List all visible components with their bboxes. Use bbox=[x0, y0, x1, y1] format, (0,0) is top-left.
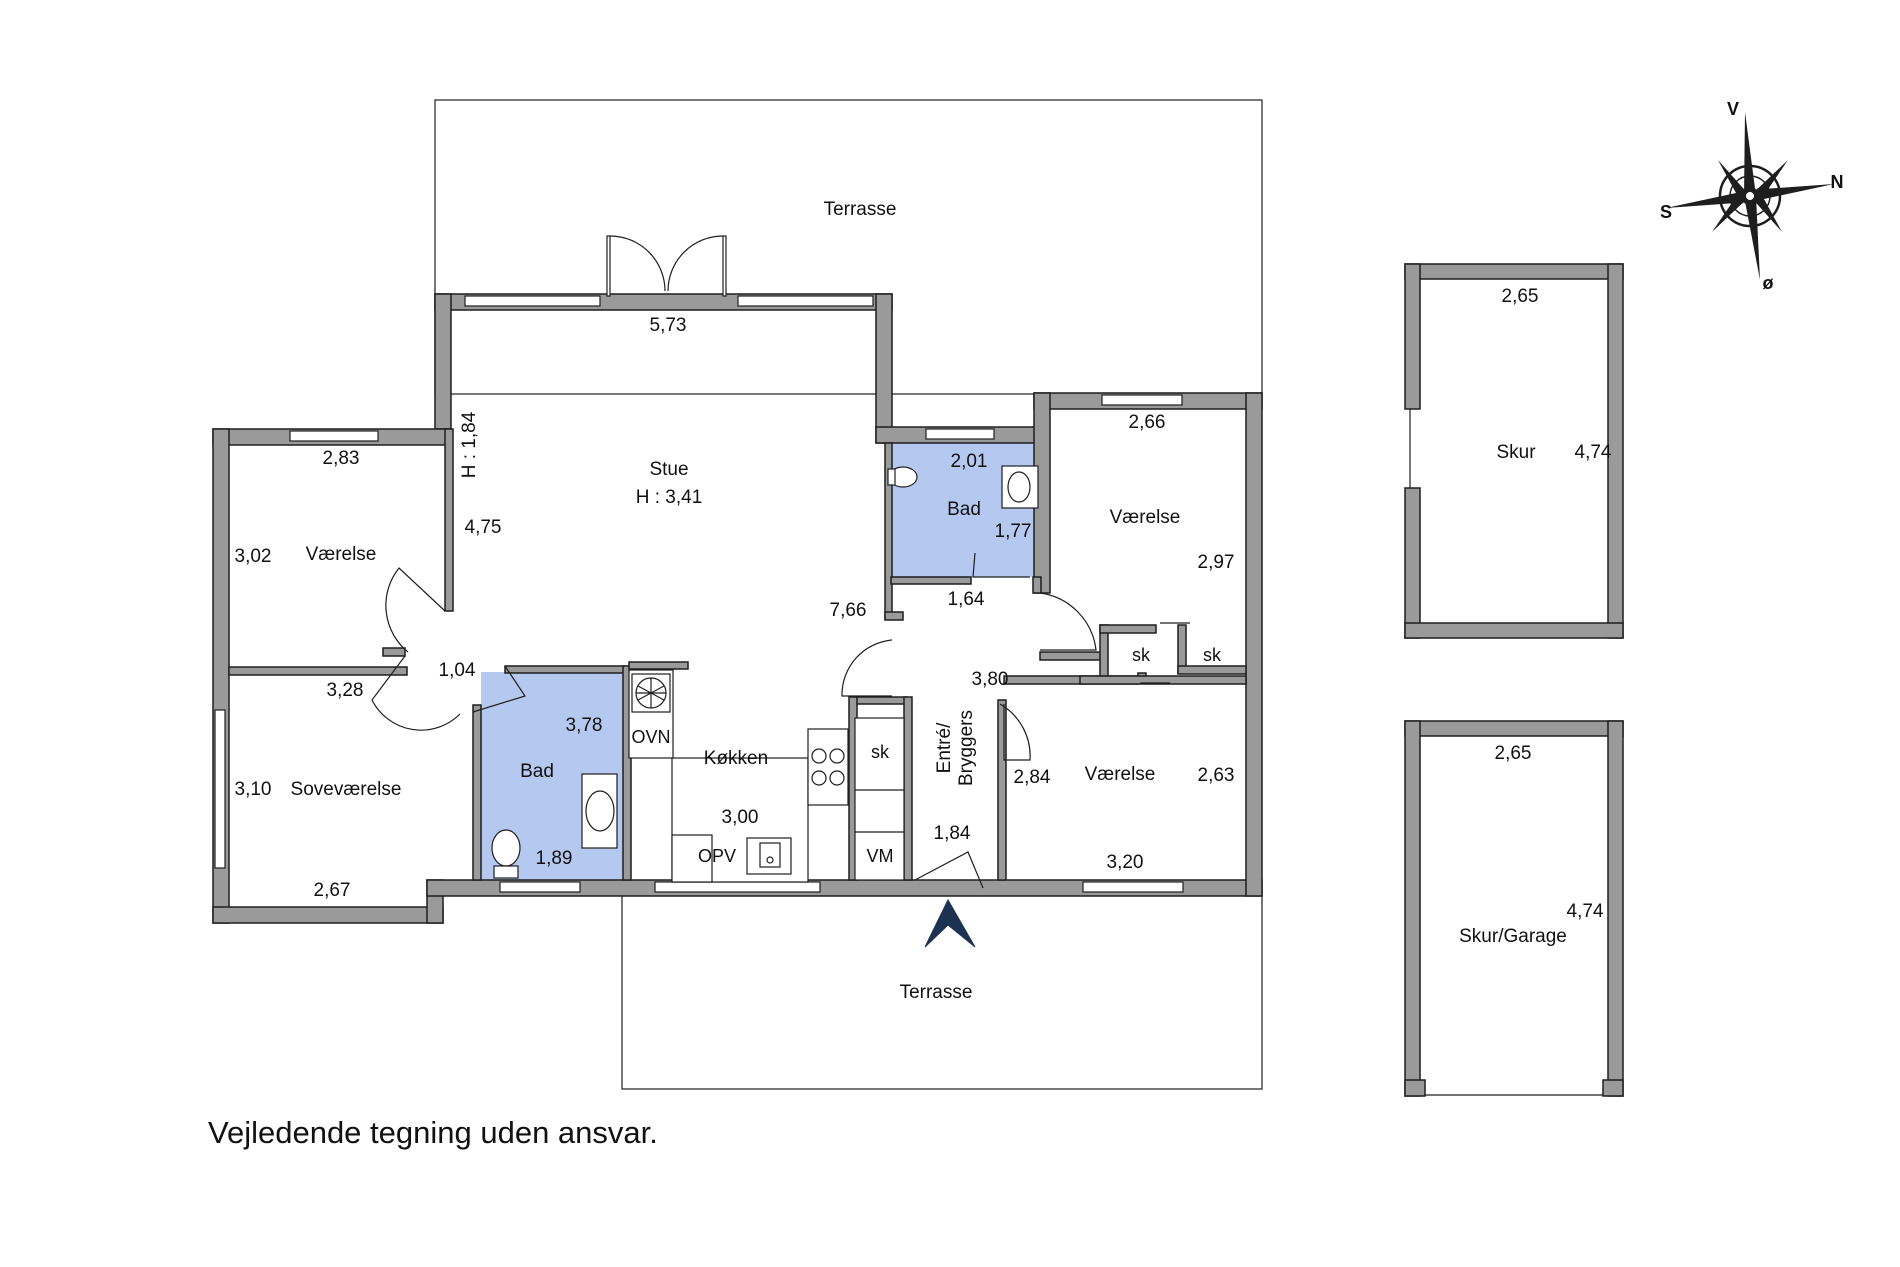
kitchen-fixtures bbox=[628, 669, 905, 883]
entrance-arrow-icon bbox=[924, 898, 976, 948]
label-dishwasher: OPV bbox=[698, 846, 736, 866]
dim-living-width: 5,73 bbox=[650, 315, 687, 336]
room-living: Stue bbox=[649, 459, 688, 480]
dim-room-right-bottom-depth: 2,63 bbox=[1198, 765, 1235, 786]
dim-entry-width: 1,64 bbox=[948, 589, 985, 610]
dim-left-room-depth: 3,02 bbox=[235, 546, 272, 567]
dim-bath-right-depth: 1,77 bbox=[995, 521, 1032, 542]
door-swings bbox=[371, 552, 1097, 889]
dim-room-right-top-width: 2,66 bbox=[1129, 412, 1166, 433]
room-master-bedroom: Soveværelse bbox=[291, 779, 402, 800]
dim-shed-depth: 4,74 bbox=[1575, 442, 1612, 463]
dim-hall-length: 7,66 bbox=[830, 600, 867, 621]
dim-bath-left-width: 1,89 bbox=[536, 848, 573, 869]
dim-master-depth: 3,10 bbox=[235, 779, 272, 800]
terrace-top-outline bbox=[434, 99, 1263, 395]
label-oven: OVN bbox=[631, 727, 670, 747]
room-shed: Skur bbox=[1496, 442, 1536, 463]
dim-entry-bottom: 1,84 bbox=[934, 823, 971, 844]
label-cupboard-b: sk bbox=[1203, 645, 1222, 665]
bath-right-floor bbox=[891, 443, 1040, 577]
dim-kitchen-width: 3,00 bbox=[722, 807, 759, 828]
label-cupboard-kitchen: sk bbox=[871, 742, 890, 762]
room-right-bottom: Værelse bbox=[1085, 764, 1156, 785]
bath-fixtures bbox=[491, 465, 1039, 879]
compass-west-label: V bbox=[1727, 99, 1739, 119]
dim-room-right-bottom-left: 2,84 bbox=[1014, 767, 1051, 788]
compass-rose-icon bbox=[1666, 112, 1834, 280]
disclaimer-text: Vejledende tegning uden ansvar. bbox=[208, 1115, 658, 1150]
room-entry-line1: Entré/ bbox=[934, 722, 955, 773]
compass-north-label: N bbox=[1831, 172, 1844, 192]
dim-garage-depth: 4,74 bbox=[1567, 901, 1604, 922]
room-entry-label: Entré/ Bryggers bbox=[934, 710, 977, 786]
wardrobe-tracks bbox=[1140, 622, 1190, 684]
label-washer: VM bbox=[867, 846, 894, 866]
interior-walls bbox=[228, 428, 1247, 881]
windows bbox=[214, 295, 1184, 893]
compass-south-label: S bbox=[1660, 202, 1672, 222]
dim-entry-depth: 3,80 bbox=[972, 669, 1009, 690]
compass-east-label: ø bbox=[1763, 273, 1774, 293]
dim-room-right-bottom-width: 3,20 bbox=[1107, 852, 1144, 873]
dim-hall-small: 1,04 bbox=[439, 660, 476, 681]
garage-walls bbox=[1404, 720, 1624, 1097]
shed-walls bbox=[1404, 263, 1624, 639]
room-terrace-bottom: Terrasse bbox=[900, 982, 973, 1003]
dim-side-height: H : 1,84 bbox=[459, 411, 480, 478]
label-cupboard-a: sk bbox=[1132, 645, 1151, 665]
dim-shed-width: 2,65 bbox=[1502, 286, 1539, 307]
room-right-top: Værelse bbox=[1110, 507, 1181, 528]
dim-left-room-width: 2,83 bbox=[323, 448, 360, 469]
room-terrace-top: Terrasse bbox=[824, 199, 897, 220]
room-bedroom-left: Værelse bbox=[306, 544, 377, 565]
room-living-height: H : 3,41 bbox=[636, 487, 703, 508]
room-kitchen: Køkken bbox=[704, 748, 768, 769]
room-entry-line2: Bryggers bbox=[956, 710, 977, 786]
dim-garage-width: 2,65 bbox=[1495, 743, 1532, 764]
dim-bath-right-width: 2,01 bbox=[951, 451, 988, 472]
room-bath-left: Bad bbox=[520, 761, 554, 782]
room-shed-garage: Skur/Garage bbox=[1459, 926, 1567, 947]
dim-master-top: 3,28 bbox=[327, 680, 364, 701]
dim-room-right-top-depth: 2,97 bbox=[1198, 552, 1235, 573]
room-bath-right: Bad bbox=[947, 499, 981, 520]
terrace-double-door bbox=[606, 235, 727, 297]
dim-master-bottom: 2,67 bbox=[314, 880, 351, 901]
dim-bath-left-depth: 3,78 bbox=[566, 715, 603, 736]
dim-living-depth: 4,75 bbox=[465, 517, 502, 538]
